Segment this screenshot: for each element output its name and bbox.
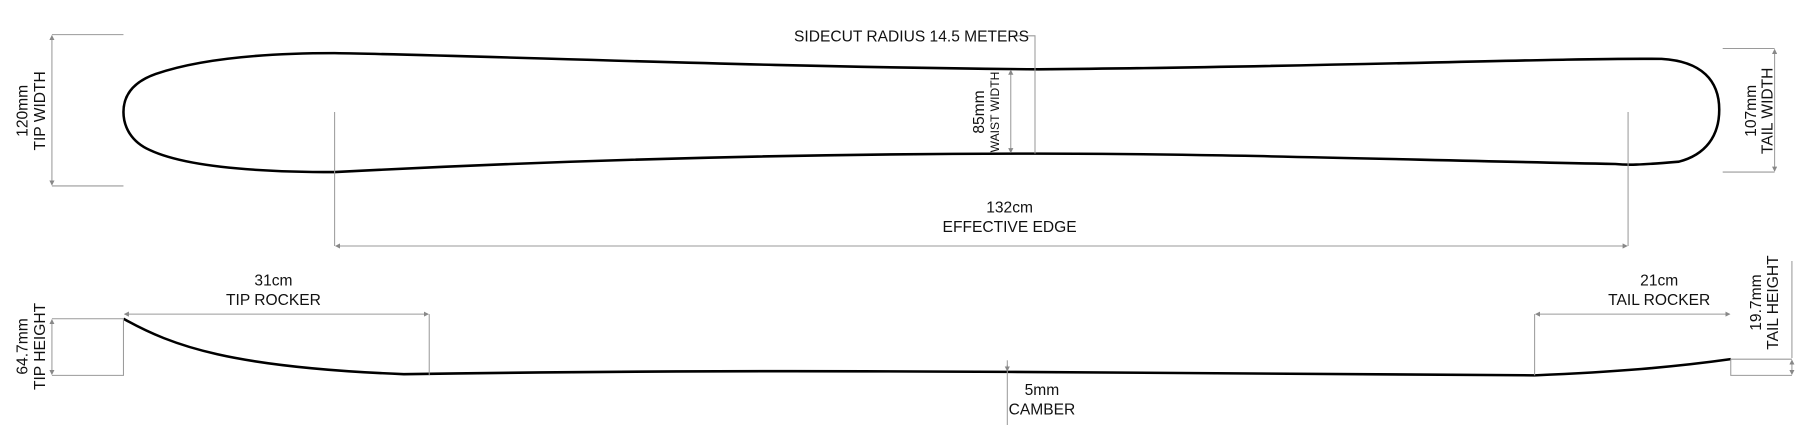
camber-value: 5mm [1025, 382, 1060, 399]
tail-height-label: TAIL HEIGHT [1765, 255, 1782, 350]
tip-width-dimension: 120mm TIP WIDTH [15, 34, 124, 187]
tail-height-value: 19.7mm [1748, 274, 1765, 330]
tip-height-value: 64.7mm [15, 318, 32, 374]
tail-rocker-value: 21cm [1640, 272, 1678, 289]
tail-width-label: TAIL WIDTH [1759, 68, 1776, 155]
tip-rocker-value: 31cm [254, 272, 292, 289]
camber-label: CAMBER [1009, 402, 1076, 419]
tip-rocker-dimension: 31cm TIP ROCKER [123, 272, 430, 376]
tip-rocker-label: TIP ROCKER [226, 292, 321, 309]
tail-rocker-label: TAIL ROCKER [1608, 292, 1710, 309]
effective-edge-dimension: 132cm EFFECTIVE EDGE [334, 112, 1629, 249]
tip-height-dimension: 64.7mm TIP HEIGHT [15, 302, 124, 390]
effective-edge-value: 132cm [986, 199, 1033, 216]
sidecut-radius-callout: SIDECUT RADIUS 14.5 METERS [794, 29, 1036, 154]
tail-rocker-dimension: 21cm TAIL ROCKER [1534, 272, 1731, 376]
camber-dimension: 5mm CAMBER [1004, 360, 1076, 425]
ski-profile-outline [122, 317, 1731, 377]
tip-width-value: 120mm [15, 85, 32, 137]
tail-width-dimension: 107mm TAIL WIDTH [1722, 47, 1778, 173]
tip-height-label: TIP HEIGHT [32, 302, 49, 390]
tail-height-dimension: 19.7mm TAIL HEIGHT [1730, 255, 1795, 376]
sidecut-radius-label: SIDECUT RADIUS 14.5 METERS [794, 29, 1029, 46]
waist-width-dimension: 85mm WAIST WIDTH [971, 69, 1014, 154]
tip-width-label: TIP WIDTH [32, 71, 49, 150]
waist-width-value: 85mm [971, 90, 988, 133]
effective-edge-label: EFFECTIVE EDGE [943, 219, 1077, 236]
waist-width-label: WAIST WIDTH [988, 72, 1002, 153]
tail-width-value: 107mm [1743, 85, 1760, 137]
ski-plan-outline [122, 51, 1721, 174]
